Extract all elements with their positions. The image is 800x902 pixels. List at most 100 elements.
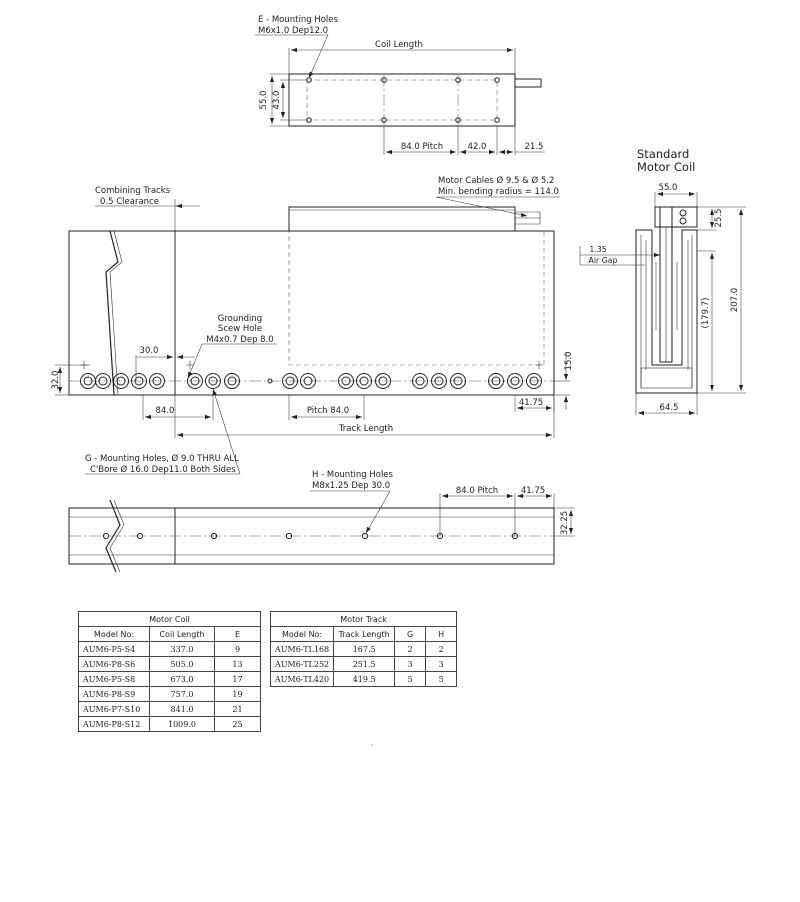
cables-line2: Min. bending radius = 114.0 (438, 187, 559, 197)
motor-coil-table: Motor Coil Model No: Coil Length E AUM6-… (78, 611, 261, 732)
bottom-view: H - Mounting Holes M8x1.25 Dep 30.0 84.0… (68, 470, 575, 573)
cell: 9 (214, 641, 261, 657)
coil-top-hidden-outline (306, 79, 498, 121)
air-gap-value: 1.35 (589, 245, 606, 254)
cell: 3 (425, 656, 458, 672)
h-mounting-hole (285, 532, 293, 540)
coil-header-model: Model No: (78, 626, 150, 642)
cell: AUM6-TL252 (269, 656, 335, 672)
counterbore-hole (488, 373, 504, 389)
cell: 13 (214, 656, 261, 672)
counterbore-hole (187, 373, 203, 389)
combining-line1: Combining Tracks (95, 186, 171, 196)
counterbore-hole (356, 373, 372, 389)
track-u-channel (635, 229, 698, 394)
dim-43: 43.0 (272, 91, 282, 110)
coil-cable-stub (514, 78, 542, 88)
coil-dim-207: 207.0 (730, 288, 740, 312)
counterbore-hole (282, 373, 298, 389)
coil-dim-25-5: 25.5 (714, 209, 724, 228)
h-mounting-hole (210, 532, 218, 540)
cell: 505.0 (149, 656, 215, 672)
dim-pitch-84: Pitch 84.0 (307, 406, 349, 416)
g-holes-line2: C'Bore Ø 16.0 Dep11.0 Both Sides (90, 464, 236, 475)
cell: AUM6-P7-S10 (78, 701, 150, 717)
e-holes-spec: M6x1.0 Dep12.0 (258, 26, 328, 36)
counterbore-hole (300, 373, 316, 389)
counterbore-hole (95, 373, 111, 389)
cell: 17 (214, 671, 261, 687)
coil-side-body (288, 206, 516, 232)
track-header-h: H (425, 626, 458, 642)
coil-dim-179-7: (179.7) (701, 298, 711, 329)
coil-dim-64-5: 64.5 (660, 403, 679, 413)
dim-15: 15.0 (564, 352, 574, 371)
coil-dim-55: 55.0 (659, 183, 678, 193)
dim-55: 55.0 (259, 91, 269, 110)
cell: AUM6-P8-S6 (78, 656, 150, 672)
dim-41-75: 41.75 (519, 398, 543, 408)
cell: 21 (214, 701, 261, 717)
counterbore-hole (224, 373, 240, 389)
grounding-line1: Grounding (218, 314, 262, 324)
h-holes-title: H - Mounting Holes (312, 470, 394, 480)
cell: 251.5 (333, 656, 396, 672)
grounding-hole (267, 378, 273, 384)
cell: 2 (394, 641, 427, 657)
e-mounting-hole-markers (306, 77, 500, 123)
coil-table-caption: Motor Coil (78, 611, 261, 627)
h-mounting-hole (102, 532, 110, 540)
counterbore-hole (375, 373, 391, 389)
track-header-length: Track Length (333, 626, 396, 642)
bottom-dim-32-25: 32.25 (560, 511, 570, 535)
h-mounting-hole (136, 532, 144, 540)
cell: AUM6-P8-S12 (78, 716, 150, 732)
e-holes-title: E - Mounting Holes (258, 15, 339, 25)
standard-coil-end-view: Standard Motor Coil 55.0 25.5 (179.7) 20… (579, 147, 746, 416)
dim-30: 30.0 (140, 346, 159, 356)
track-header-g: G (394, 626, 427, 642)
coil-top-view: E - Mounting Holes M6x1.0 Dep12.0 Coil L… (255, 15, 545, 155)
track-table-caption: Motor Track (269, 611, 458, 627)
cell: 3 (394, 656, 427, 672)
counterbore-hole (526, 373, 542, 389)
grounding-line3: M4x0.7 Dep 8.0 (206, 335, 273, 345)
bottom-dim-41-75: 41.75 (521, 486, 545, 496)
track-header-model: Model No: (269, 626, 335, 642)
bottom-dim-84-pitch: 84.0 Pitch (456, 486, 498, 496)
h-mounting-holes (102, 532, 519, 540)
grounding-line2: Scew Hole (218, 324, 262, 334)
cell: 25 (214, 716, 261, 732)
motor-track-table: Motor Track Model No: Track Length G H A… (269, 611, 458, 687)
cell: AUM6-P5-S4 (78, 641, 150, 657)
cell: 757.0 (149, 686, 215, 702)
coil-title-line2: Motor Coil (637, 160, 695, 174)
coil-head (654, 206, 698, 228)
combining-line2: 0.5 Clearance (100, 197, 159, 207)
counterbore-hole (507, 373, 523, 389)
counterbore-hole-row (80, 373, 542, 389)
counterbore-hole (412, 373, 428, 389)
cell: AUM6-P5-S8 (78, 671, 150, 687)
counterbore-hole (113, 373, 129, 389)
cell: 1009.0 (149, 716, 215, 732)
side-view: Grounding Scew Hole M4x0.7 Dep 8.0 Combi… (51, 175, 574, 475)
crosshair-marks (80, 361, 543, 369)
coil-top-body (288, 73, 516, 127)
counterbore-hole (149, 373, 165, 389)
dim-42: 42.0 (468, 142, 487, 152)
air-gap-label: Air Gap (589, 256, 618, 265)
cell: AUM6-TL420 (269, 671, 335, 687)
h-mounting-hole (361, 532, 369, 540)
cell: 419.5 (333, 671, 396, 687)
coil-length-label: Coil Length (375, 40, 423, 50)
